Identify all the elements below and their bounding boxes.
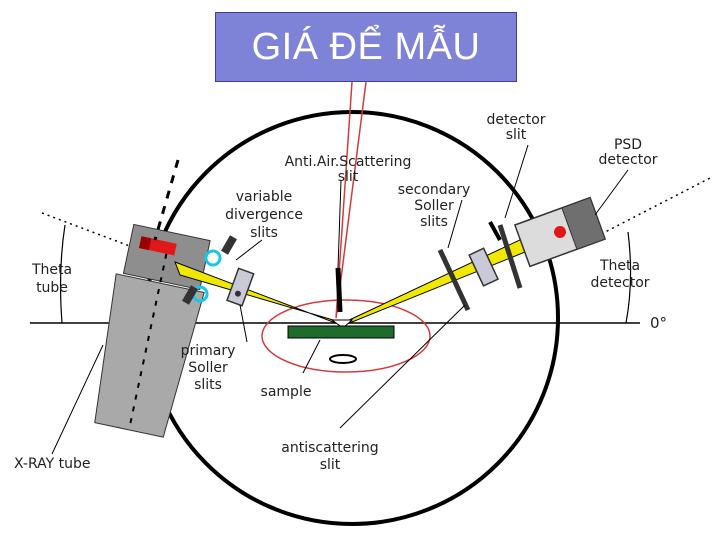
label-primary-soller: Soller [188, 360, 228, 376]
label-psd-detector: detector [598, 152, 657, 168]
annotation-pointer [335, 81, 367, 319]
anti-air-scatter-leader [337, 179, 342, 269]
anti-air-scatter-knife [335, 267, 343, 313]
slide-title: GIÁ ĐỂ MẪU [251, 25, 481, 68]
theta-tube-dotted-line [41, 212, 181, 266]
label-xray-tube: X-RAY tube [14, 456, 90, 472]
label-psd: PSD [614, 137, 642, 153]
label-detector-slit: detector [486, 112, 545, 128]
label-theta-detector-2: detector [590, 275, 649, 291]
label-antiscattering-slit: slit [320, 457, 341, 473]
label-theta-tube: Theta [31, 262, 72, 278]
sample-rotation-icon [329, 354, 357, 364]
primary-soller-slits [226, 267, 255, 307]
label-primary: primary [181, 343, 236, 359]
label-primary-slits: slits [194, 377, 222, 393]
psd-detector [513, 196, 607, 268]
label-divergence: divergence [225, 207, 303, 223]
label-zero-degrees: 0° [650, 314, 667, 332]
label-variable: variable [236, 189, 292, 205]
label-anti-air-scattering-slit: slit [338, 169, 359, 185]
secondary-soller-slits [437, 224, 523, 312]
label-secondary-slits: slits [420, 214, 448, 230]
variable-divergence-slits [182, 235, 237, 305]
sample-holder [287, 325, 395, 339]
label-theta-tube-2: tube [36, 280, 68, 296]
theta-detector-arc [625, 231, 632, 324]
label-detector-slit-2: slit [506, 127, 527, 143]
label-sample: sample [261, 384, 312, 400]
label-anti-air-scattering: Anti.Air.Scattering [285, 154, 412, 170]
label-theta-detector: Theta [599, 258, 640, 274]
tube-axis-line [153, 159, 180, 241]
leader-lines [51, 144, 629, 455]
label-variable-slits: slits [250, 225, 278, 241]
sample-apex [330, 319, 354, 329]
label-antiscattering: antiscattering [281, 440, 378, 456]
xray-tube [94, 223, 211, 438]
detector-slit [488, 221, 502, 241]
diffracted-beam [344, 237, 531, 323]
title-box: GIÁ ĐỂ MẪU [215, 12, 517, 82]
theta-tube-arc [59, 224, 66, 324]
sample-highlight-ellipse [261, 299, 431, 373]
label-secondary: secondary [398, 182, 471, 198]
label-secondary-soller: Soller [414, 198, 454, 214]
